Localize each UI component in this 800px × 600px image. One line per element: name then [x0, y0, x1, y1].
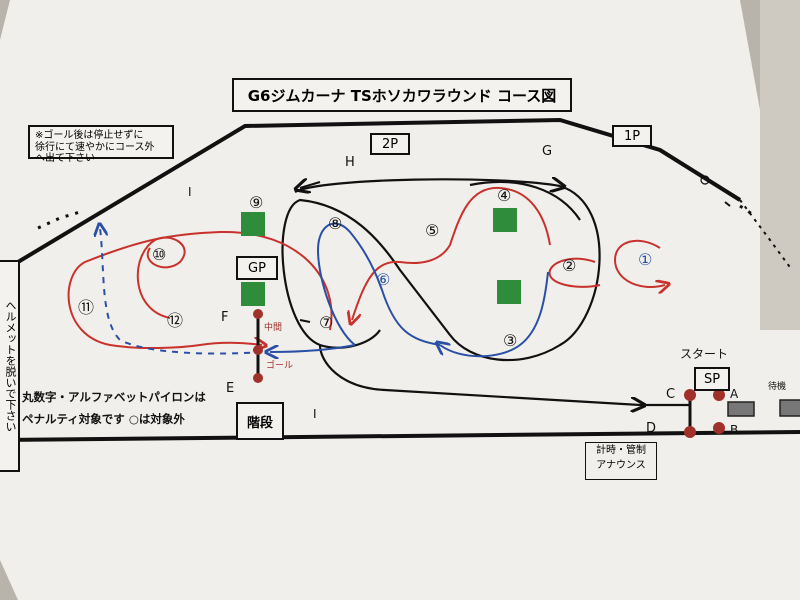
paddock-1p-label: 1P: [612, 125, 652, 147]
midpoint-label: 中間: [264, 323, 283, 333]
paddock-2p-label: 2P: [370, 133, 410, 155]
blue-route-2: [316, 222, 441, 346]
midpoint-marker: [253, 309, 263, 319]
penalty-note-line-1: 丸数字・アルファベットパイロンは: [22, 390, 206, 404]
start-car: [727, 401, 755, 417]
pylon-letter-h: H: [345, 155, 355, 170]
green-pylon-9: [241, 212, 265, 236]
pylon-letter-i-top: I: [188, 185, 192, 199]
black-route-return: [318, 344, 640, 405]
green-pylon-3: [497, 280, 521, 304]
black-route-top-arrow: [300, 182, 321, 188]
standby-label: 待機: [768, 382, 787, 392]
timing-line: 計時・管制: [596, 445, 646, 456]
start-pylon-a: [713, 389, 725, 401]
pylon-letter-a: A: [730, 387, 739, 401]
green-pylon-gp: [241, 282, 265, 306]
green-pylon-4: [493, 208, 517, 232]
pylon-8: ⑧: [328, 214, 343, 233]
mark-dots: [299, 201, 731, 323]
start-point-label: SP: [694, 367, 730, 391]
goal-marker-2: [253, 373, 263, 383]
pylon-3: ③: [503, 331, 518, 350]
grid-post-label: GP: [236, 256, 278, 280]
red-route-5: [136, 236, 186, 319]
penalty-note-line-2: ペナルティ対象です ○は対象外: [22, 412, 185, 426]
pylon-4: ④: [497, 186, 512, 205]
pylon-2: ②: [562, 256, 577, 275]
start-pylon-d: [684, 426, 696, 438]
pylon-dots: [37, 204, 753, 230]
pylon-5: ⑤: [425, 221, 440, 240]
timing-booth: 計時・管制 アナウンス: [585, 442, 657, 480]
goal-note: ※ゴール後は停止せずに 徐行にて速やかにコース外 へ出て下さい: [28, 125, 174, 164]
black-route-loop: [281, 184, 601, 362]
red-route-3: [352, 186, 551, 320]
ring-marker: [700, 175, 710, 185]
stairs-label: 階段: [236, 402, 284, 440]
goal-marker-1: [253, 345, 263, 355]
blue-route-3: [270, 344, 356, 352]
page-title: G6ジムカーナ TSホソカワラウンド コース図: [232, 78, 572, 112]
black-route-right-loop: [469, 180, 581, 221]
start-pylon-c: [684, 389, 696, 401]
course-bottom-line: [0, 430, 800, 442]
red-route-4: [67, 230, 333, 348]
note-line: ※ゴール後は停止せずに: [35, 130, 144, 141]
start-label: スタート: [680, 347, 729, 361]
pylon-letter-b: B: [730, 423, 739, 437]
black-route-outer: [294, 179, 560, 192]
pylon-letter-e: E: [226, 381, 235, 396]
blue-route-1: [440, 271, 549, 358]
start-pylon-b: [713, 422, 725, 434]
pylon-letter-f: F: [221, 310, 229, 325]
pylon-letter-i-bottom: I: [313, 407, 317, 421]
pylon-10: ⑩: [152, 245, 167, 264]
goal-label: ゴール: [266, 361, 294, 371]
helmet-notice: ヘルメットを脱いで下さい: [0, 260, 20, 472]
course-boundary: [16, 117, 742, 264]
pylon-11: ⑪: [78, 298, 95, 317]
pylon-7: ⑦: [319, 313, 334, 332]
pylon-1: ①: [638, 250, 653, 269]
timing-line: アナウンス: [596, 460, 646, 471]
pylon-9: ⑨: [249, 193, 264, 212]
red-route-2: [548, 257, 601, 288]
pylon-letter-c: C: [666, 387, 676, 402]
pylon-letter-g: G: [542, 144, 553, 159]
pylon-12: ⑫: [167, 311, 184, 330]
note-line: へ出て下さい: [35, 153, 95, 164]
paper-shadow: [760, 0, 800, 330]
blue-dashed-route: [100, 228, 263, 355]
note-line: 徐行にて速やかにコース外: [35, 141, 155, 153]
standby-car: [779, 399, 800, 417]
pylon-6: ⑥: [376, 270, 391, 289]
red-route-1: [613, 239, 665, 287]
pylon-letter-d: D: [646, 421, 657, 436]
